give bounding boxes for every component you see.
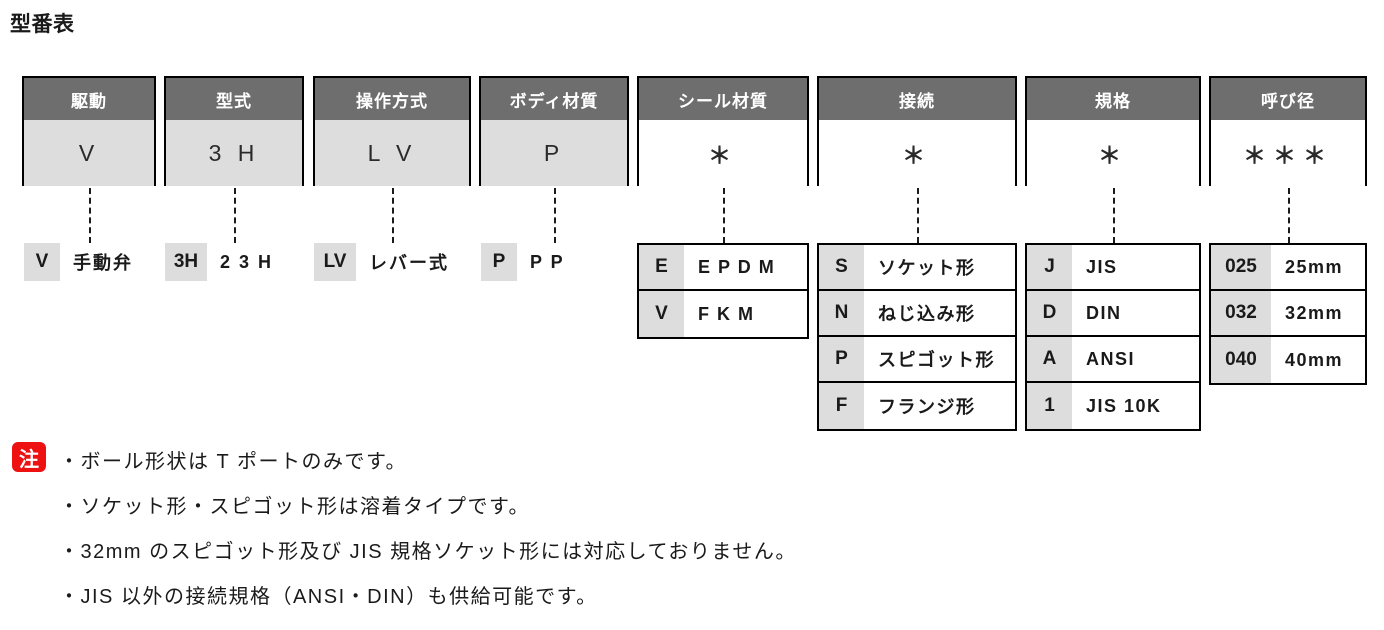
note-badge: 注: [12, 442, 46, 472]
inline-legend-2: 3H 2 3 H: [165, 243, 273, 281]
connector-line-6: [917, 188, 919, 243]
code-box-value-8: ＊＊＊: [1211, 120, 1365, 186]
connector-line-1: [89, 188, 91, 243]
connector-line-5: [723, 188, 725, 243]
legend-code-cell: 1: [1027, 383, 1072, 429]
code-box-6: 接続＊: [817, 76, 1017, 186]
legend-table-seal-material: E E P D M V F K M: [637, 243, 809, 339]
table-row: S ソケット形: [819, 245, 1015, 291]
code-box-8: 呼び径＊＊＊: [1209, 76, 1367, 186]
legend-label-cell: ねじ込み形: [878, 304, 976, 324]
note-line-list: ・ボール形状は T ポートのみです。・ソケット形・スピゴット形は溶着タイプです。…: [12, 440, 1372, 620]
page-title: 型番表: [10, 13, 75, 36]
code-box-7: 規格＊: [1025, 76, 1201, 186]
code-box-value-7: ＊: [1027, 120, 1199, 186]
legend-table-nominal-diameter: 025 25mm 032 32mm 040 40mm: [1209, 243, 1367, 385]
code-box-header-3: 操作方式: [315, 78, 469, 120]
code-box-value-1: V: [24, 120, 154, 186]
connector-line-3: [392, 188, 394, 243]
legend-label-cell: ソケット形: [878, 258, 976, 278]
table-row: D DIN: [1027, 291, 1199, 337]
code-box-value-3: L V: [315, 120, 469, 186]
code-box-header-7: 規格: [1027, 78, 1199, 120]
note-line-4: ・JIS 以外の接続規格（ANSI・DIN）も供給可能です。: [59, 586, 598, 608]
legend-code-cell: P: [819, 337, 864, 381]
legend-label-cell: スピゴット形: [878, 350, 995, 370]
legend-code-chip: LV: [314, 243, 356, 281]
code-box-value-4: P: [481, 120, 627, 186]
legend-code-label: 2 3 H: [220, 251, 274, 272]
code-box-header-8: 呼び径: [1211, 78, 1365, 120]
code-box-header-4: ボディ材質: [481, 78, 627, 120]
legend-label-cell: JIS 10K: [1086, 395, 1162, 416]
legend-code-cell: N: [819, 291, 864, 335]
legend-label-cell: E P D M: [698, 256, 776, 277]
legend-label-cell: ANSI: [1086, 348, 1136, 369]
legend-code-cell: 025: [1211, 245, 1271, 289]
table-row: 032 32mm: [1211, 291, 1365, 337]
connector-line-8: [1288, 188, 1290, 243]
table-row: A ANSI: [1027, 337, 1199, 383]
inline-legend-1: V 手動弁: [24, 243, 133, 281]
legend-code-chip: 3H: [165, 243, 207, 281]
legend-code-cell: F: [819, 383, 864, 429]
code-box-header-1: 駆動: [24, 78, 154, 120]
legend-code-cell: 032: [1211, 291, 1271, 335]
legend-code-cell: S: [819, 245, 864, 289]
legend-label-cell: F K M: [698, 303, 755, 324]
code-box-header-5: シール材質: [639, 78, 807, 120]
legend-table-standard: J JIS D DIN A ANSI 1 JIS 10K: [1025, 243, 1201, 431]
legend-code-cell: A: [1027, 337, 1072, 381]
table-row: N ねじ込み形: [819, 291, 1015, 337]
legend-code-cell: V: [639, 291, 684, 337]
legend-code-label: P P: [530, 251, 565, 272]
note-line-1: ・ボール形状は T ポートのみです。: [59, 451, 407, 473]
legend-code-cell: 040: [1211, 337, 1271, 383]
code-box-header-2: 型式: [166, 78, 302, 120]
legend-table-connection: S ソケット形 N ねじ込み形 P スピゴット形 F フランジ形: [817, 243, 1017, 431]
table-row: 025 25mm: [1211, 245, 1365, 291]
legend-label-cell: JIS: [1086, 256, 1118, 277]
code-box-header-6: 接続: [819, 78, 1015, 120]
connector-line-4: [554, 188, 556, 243]
code-box-value-5: ＊: [639, 120, 807, 186]
legend-code-cell: D: [1027, 291, 1072, 335]
legend-label-cell: DIN: [1086, 302, 1122, 323]
legend-label-cell: フランジ形: [878, 397, 976, 417]
note-line-2: ・ソケット形・スピゴット形は溶着タイプです。: [59, 496, 530, 518]
code-box-5: シール材質＊: [637, 76, 809, 186]
table-row: J JIS: [1027, 245, 1199, 291]
legend-code-chip: P: [481, 243, 517, 281]
legend-code-chip: V: [24, 243, 60, 281]
legend-label-cell: 32mm: [1285, 302, 1344, 323]
legend-code-label: 手動弁: [73, 253, 133, 273]
code-box-value-2: 3 H: [166, 120, 302, 186]
table-row: 040 40mm: [1211, 337, 1365, 383]
table-row: 1 JIS 10K: [1027, 383, 1199, 429]
legend-label-cell: 25mm: [1285, 256, 1344, 277]
legend-label-cell: 40mm: [1285, 349, 1344, 370]
connector-line-7: [1113, 188, 1115, 243]
legend-code-label: レバー式: [369, 253, 449, 273]
legend-code-cell: E: [639, 245, 684, 289]
inline-legend-3: LV レバー式: [314, 243, 449, 281]
table-row: P スピゴット形: [819, 337, 1015, 383]
notes-section: 注 ・ボール形状は T ポートのみです。・ソケット形・スピゴット形は溶着タイプで…: [12, 440, 1372, 620]
connector-line-2: [234, 188, 236, 243]
table-row: F フランジ形: [819, 383, 1015, 429]
note-line-3: ・32mm のスピゴット形及び JIS 規格ソケット形には対応しておりません。: [59, 541, 797, 563]
code-box-value-6: ＊: [819, 120, 1015, 186]
legend-code-cell: J: [1027, 245, 1072, 289]
